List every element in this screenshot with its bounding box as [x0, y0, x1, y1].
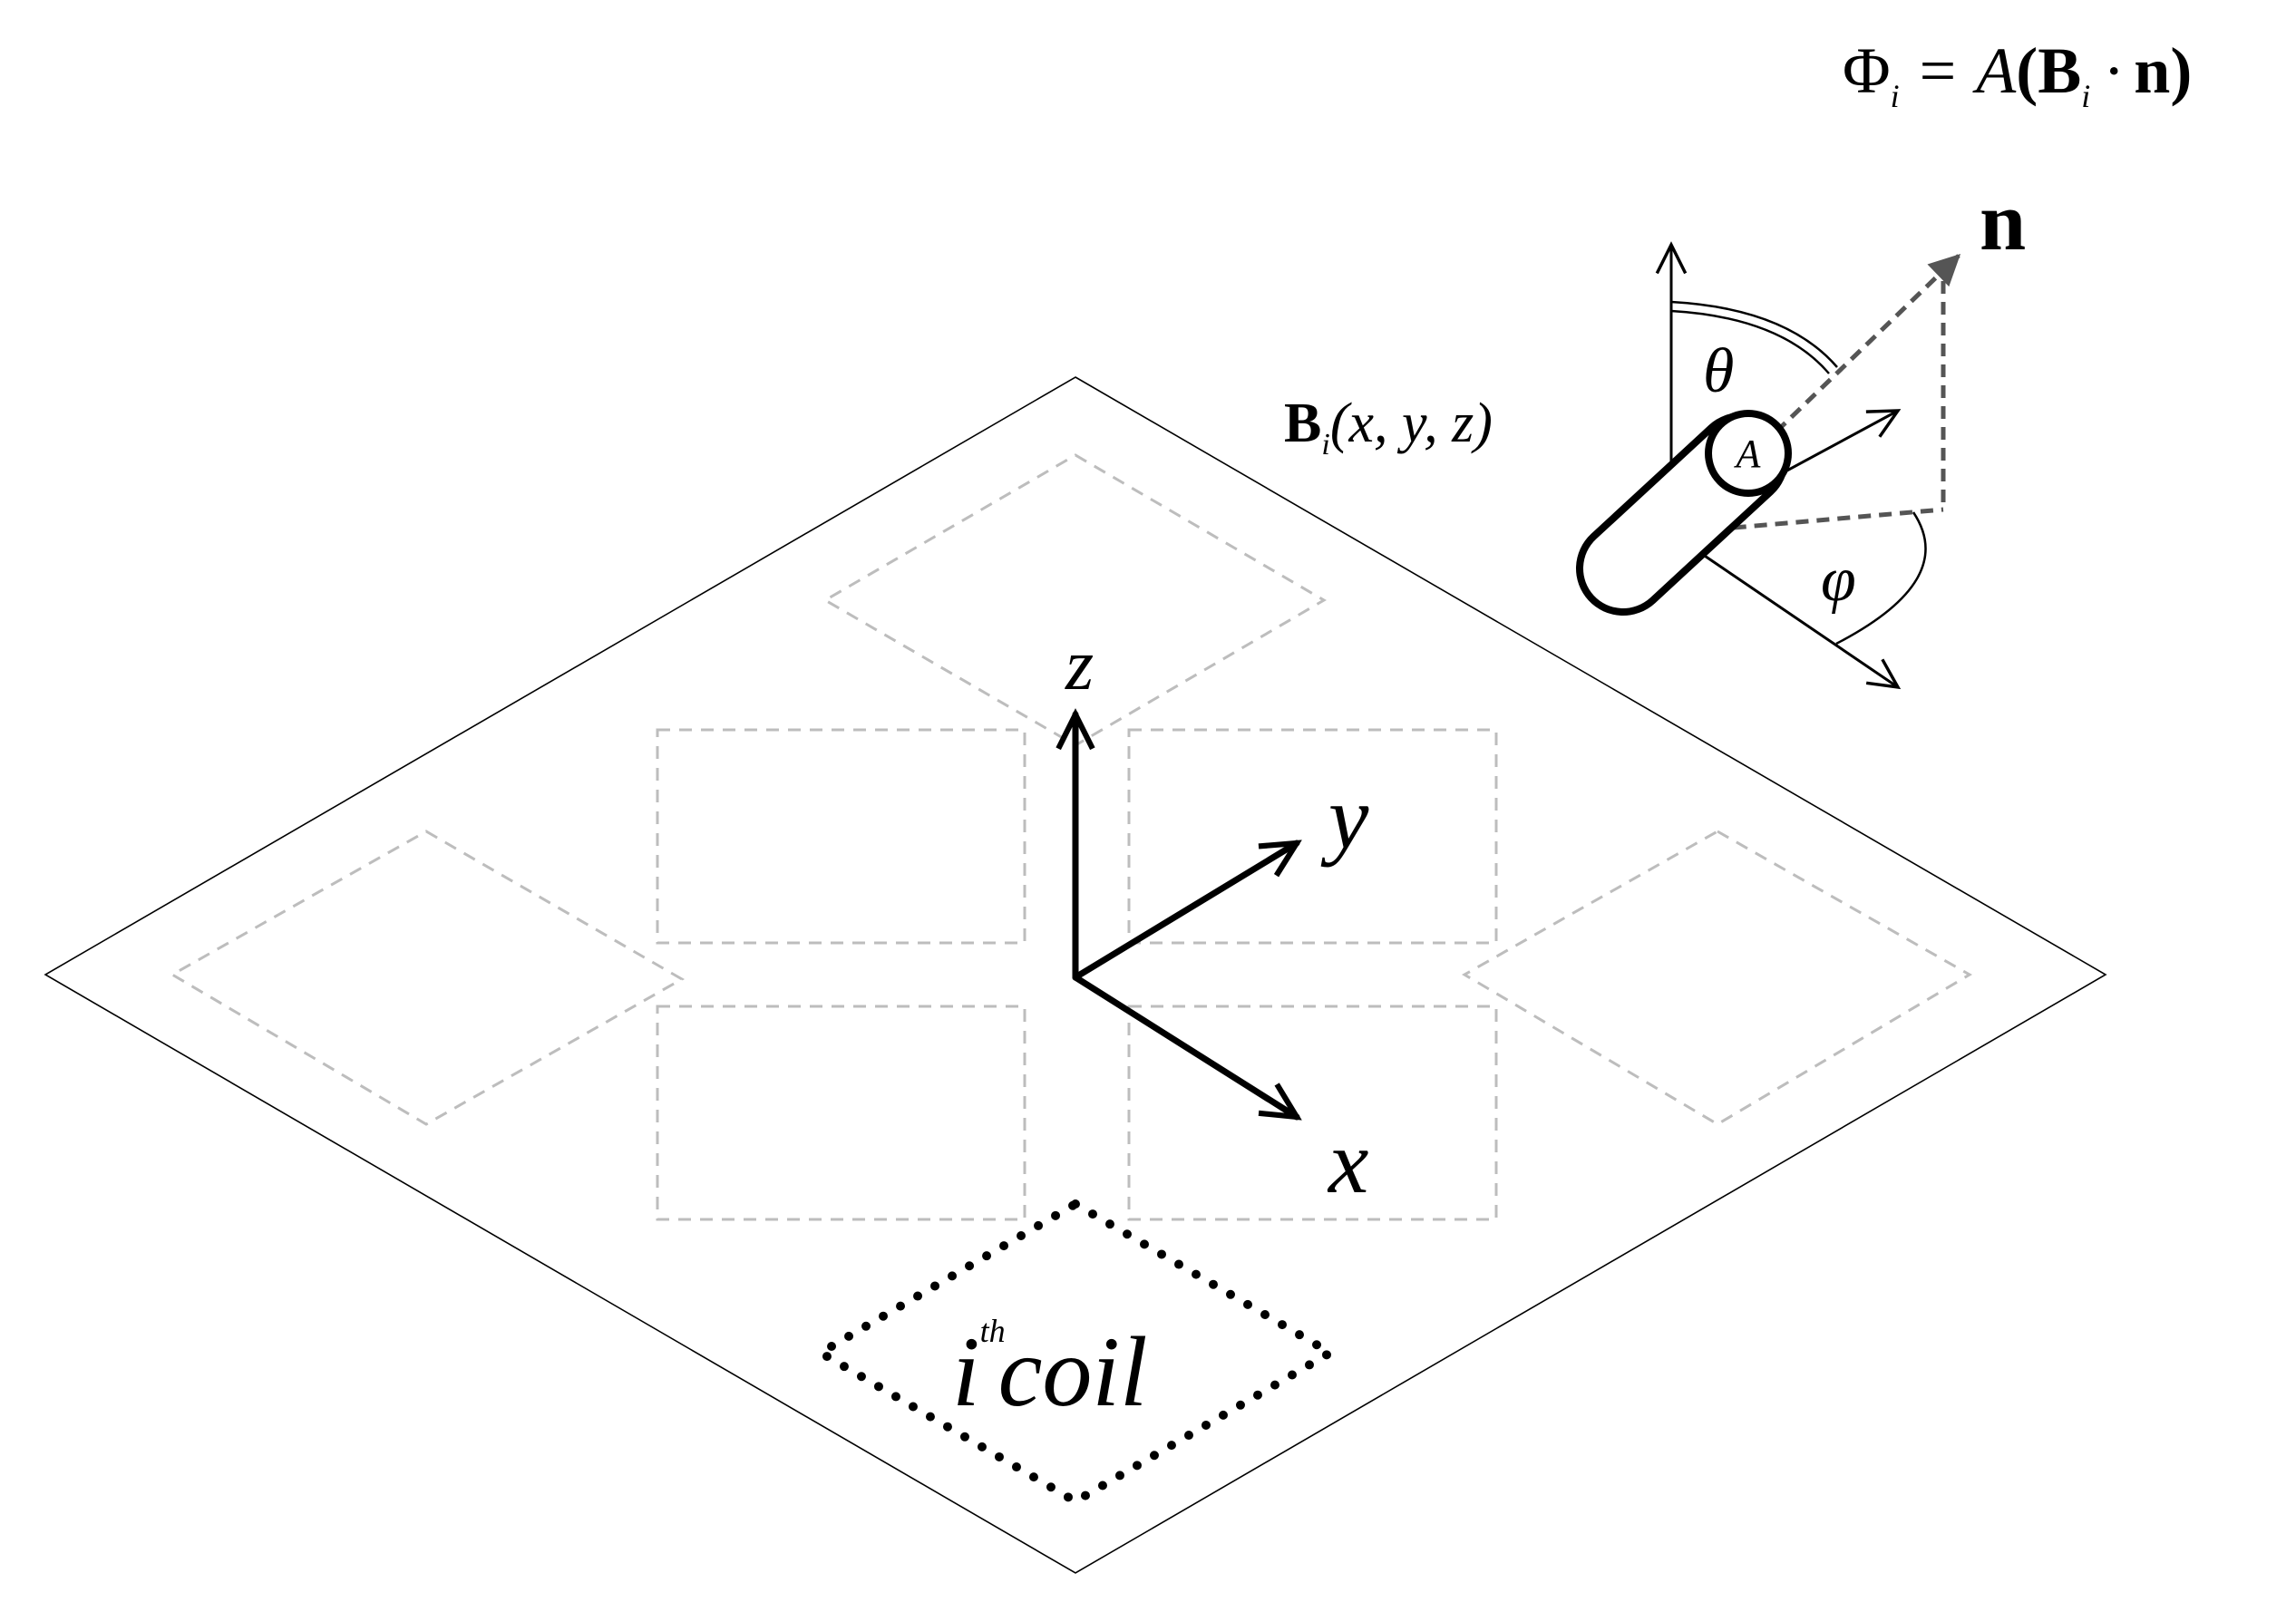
z-axis-label: z [1065, 626, 1094, 705]
sensor-x-arrow [1670, 531, 1902, 690]
normal-label: n [1980, 175, 2026, 267]
coil-footprint-center-bl [656, 1005, 1026, 1221]
coil-area-label: A [1734, 432, 1762, 476]
phi-arc [1835, 511, 1927, 646]
y-axis-label: y [1320, 767, 1369, 868]
x-axis-label: x [1327, 1112, 1368, 1212]
coil-footprint-center-tr [1127, 728, 1498, 945]
ith-coil-label: ithcoil [952, 1313, 1148, 1427]
coordinate-axes [1075, 714, 1297, 1117]
ground-plane [44, 376, 2107, 1574]
coil-footprint-center-tl [656, 728, 1026, 945]
field-label: Bi(x, y, z) [1284, 393, 1493, 461]
theta-label: θ [1703, 336, 1734, 406]
phi-label: φ [1821, 545, 1856, 615]
coil-area-circle [1705, 410, 1792, 497]
y-axis-arrow [1072, 843, 1297, 981]
coil-footprints [169, 453, 1972, 1221]
coil-footprint-left [169, 830, 686, 1126]
theta-arc [1670, 300, 1838, 374]
pickup-coil-sensor [1576, 410, 1792, 616]
x-axis-arrow [1072, 974, 1297, 1117]
coil-footprint-right [1462, 830, 1972, 1126]
ith-coil-outline [812, 1199, 1339, 1507]
flux-equation: Φi=A(Bi·n) [1843, 34, 2192, 114]
coil-footprint-center-br [1127, 1005, 1498, 1221]
